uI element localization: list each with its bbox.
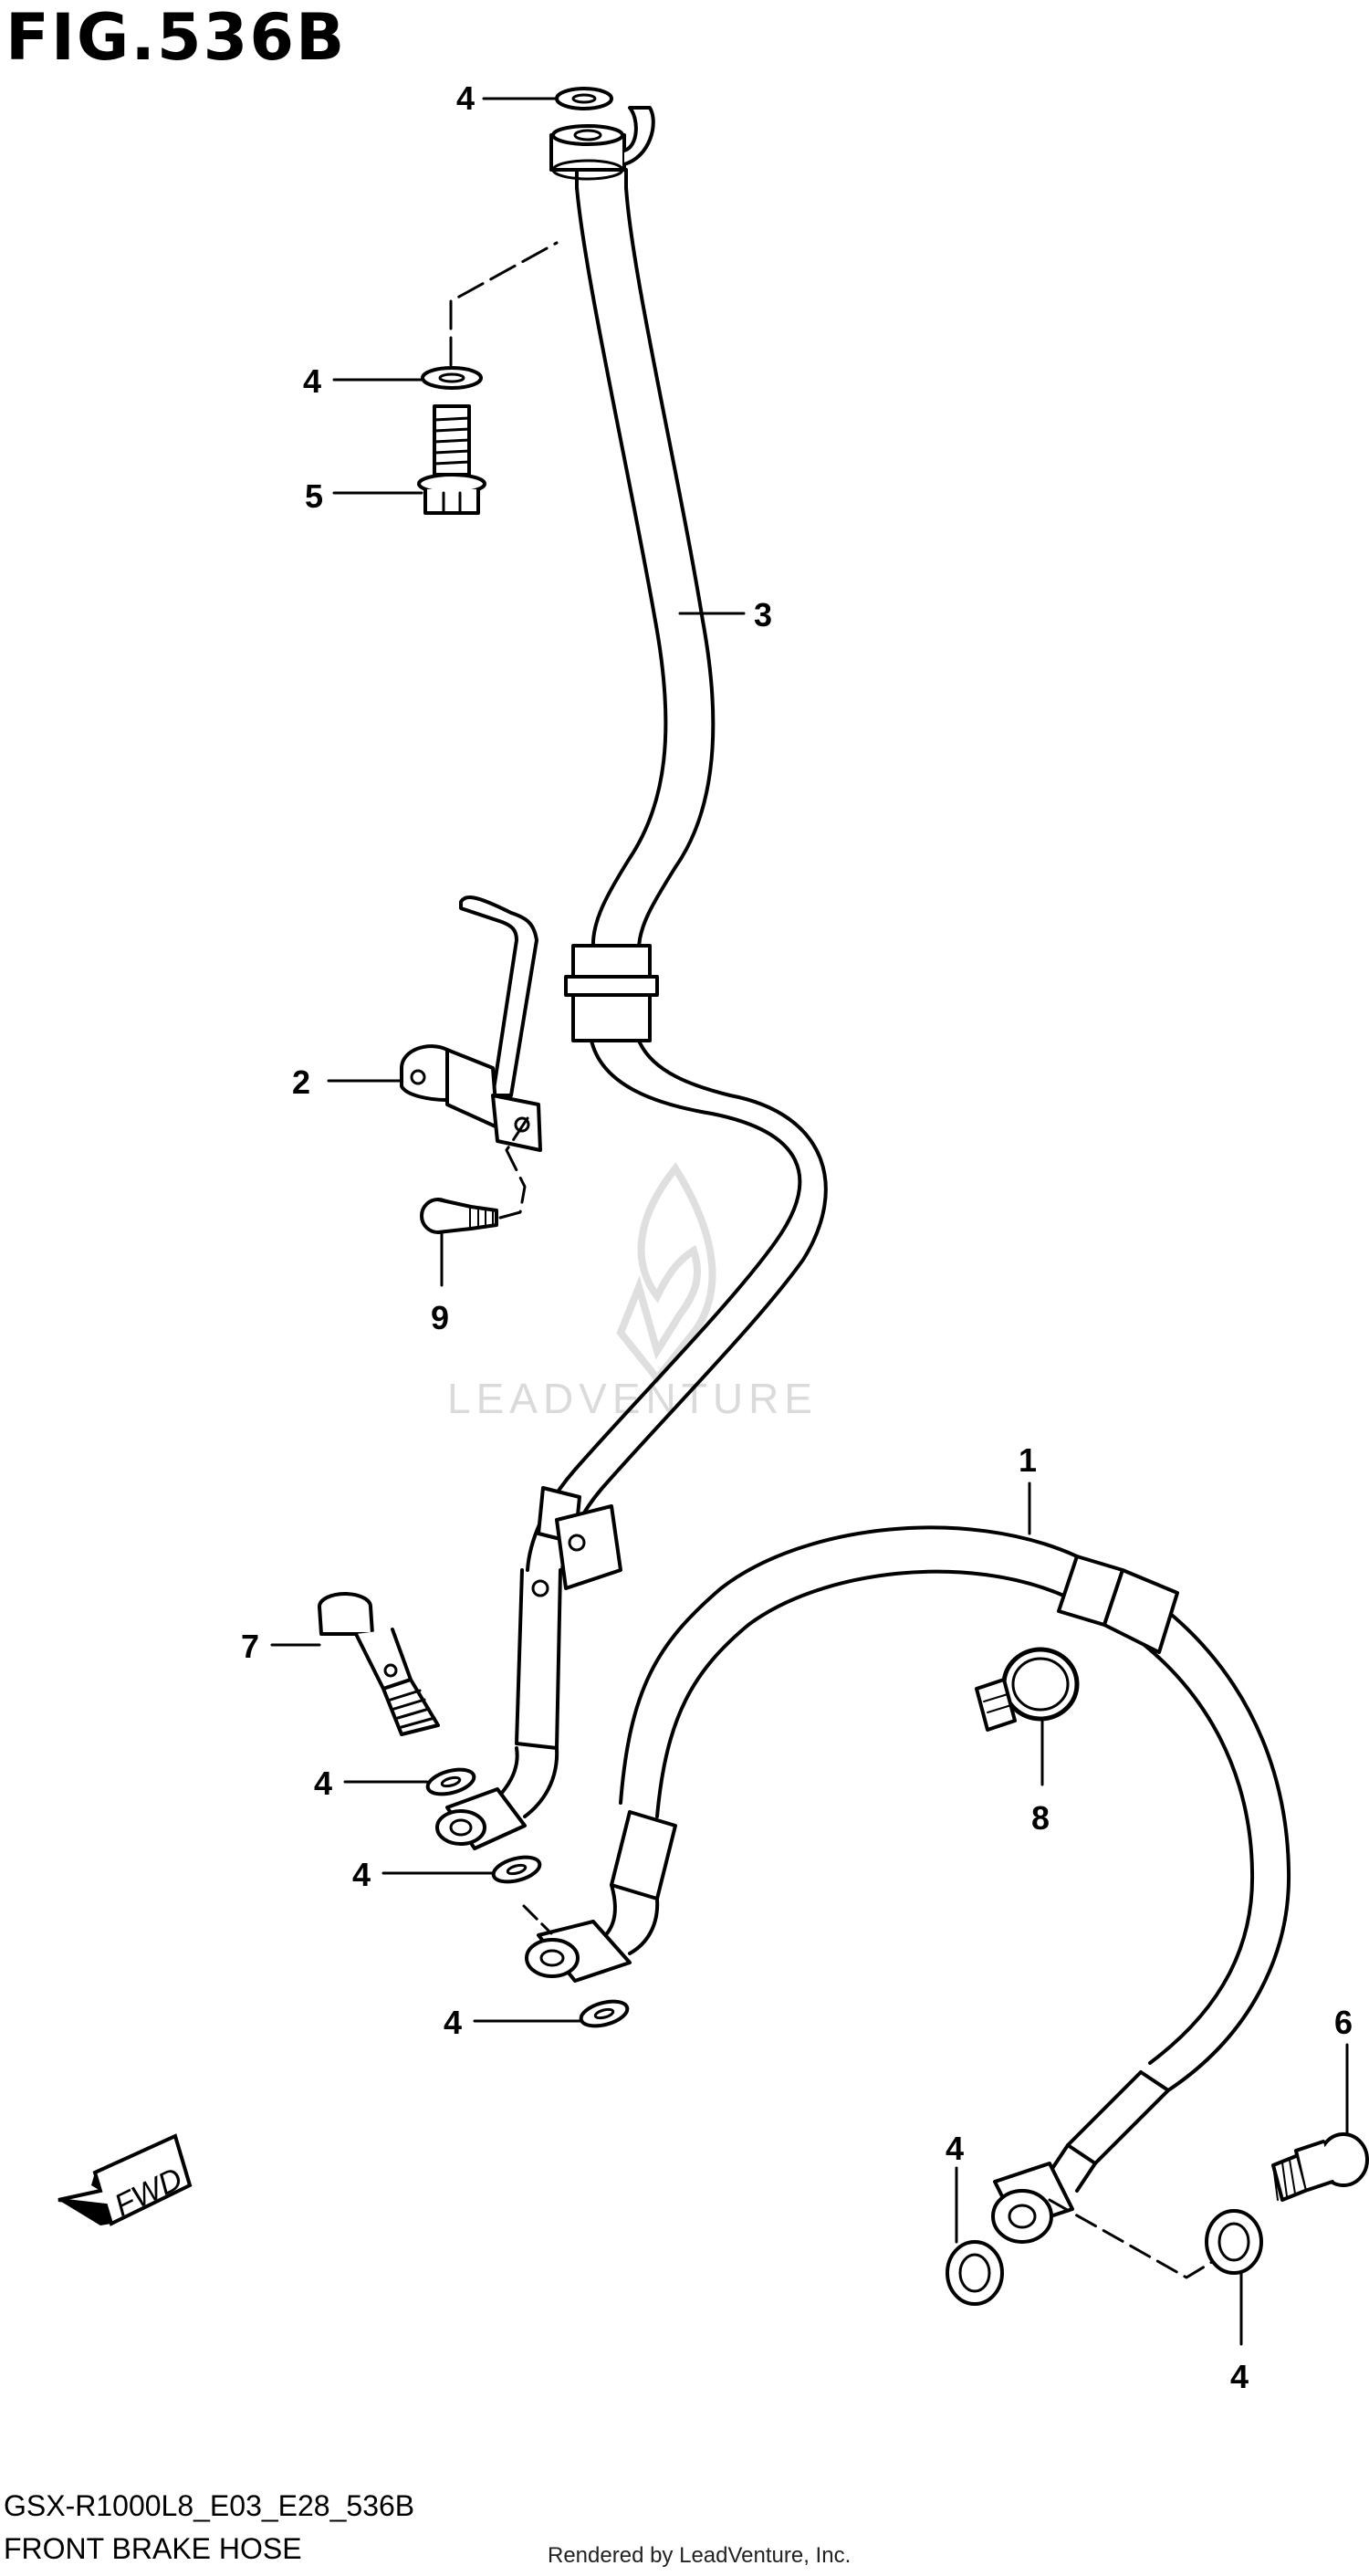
callout-4-b: 4 xyxy=(352,1856,371,1893)
callout-8: 8 xyxy=(1031,1799,1050,1837)
fwd-arrow-icon: FWD xyxy=(57,2133,193,2226)
part-2-hose-bracket xyxy=(400,895,542,1152)
callout-2: 2 xyxy=(292,1063,310,1101)
callout-4-a: 4 xyxy=(314,1764,332,1802)
callout-4-e: 4 xyxy=(1230,2358,1249,2395)
callout-9: 9 xyxy=(431,1299,449,1336)
fire-logo-watermark xyxy=(616,1162,716,1385)
part-4-washer-d xyxy=(946,2240,1004,2306)
part-1-lower-brake-hose xyxy=(525,1525,1291,2244)
part-9-bolt xyxy=(420,1198,498,1234)
part-7-union-bolt xyxy=(318,1592,440,1736)
fwd-label: FWD xyxy=(110,2162,188,2224)
diagram-code: GSX-R1000L8_E03_E28_536B xyxy=(4,2489,415,2522)
callout-labels: 4 4 5 3 2 9 1 7 8 4 4 4 6 4 4 xyxy=(241,79,1353,2395)
watermark-text: LEADVENTURE xyxy=(447,1375,818,1422)
part-3-upper-brake-hose xyxy=(435,106,828,1850)
part-6-union-bolt xyxy=(1271,2132,1369,2202)
figure-title: FIG.536B xyxy=(5,0,347,75)
callout-5: 5 xyxy=(305,477,323,515)
part-5-union-bolt xyxy=(417,404,486,515)
diagram-name: FRONT BRAKE HOSE xyxy=(4,2532,302,2565)
callout-4-d: 4 xyxy=(946,2130,964,2167)
part-8-hose-clamp xyxy=(975,1647,1080,1732)
part-4-washer-top xyxy=(555,87,613,110)
watermark: LEADVENTURE xyxy=(447,1162,818,1422)
callout-4-top: 4 xyxy=(456,79,475,117)
leader-lines xyxy=(270,97,1349,2346)
callout-4-upper: 4 xyxy=(303,362,321,400)
part-4-washer-c xyxy=(579,1999,630,2028)
callout-3: 3 xyxy=(754,596,772,634)
part-4-washer-upper xyxy=(421,366,483,390)
render-credit: Rendered by LeadVenture, Inc. xyxy=(548,2543,852,2568)
part-4-washer-b xyxy=(491,1855,542,1884)
part-4-washer-e xyxy=(1205,2209,1263,2275)
callout-7: 7 xyxy=(241,1628,259,1665)
callout-6: 6 xyxy=(1334,2004,1353,2041)
callout-1: 1 xyxy=(1019,1441,1037,1479)
part-4-washer-a xyxy=(425,1767,476,1796)
callout-4-c: 4 xyxy=(444,2004,462,2041)
